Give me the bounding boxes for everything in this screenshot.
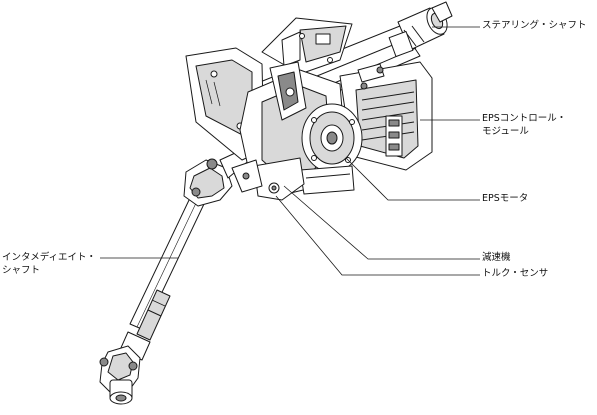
lower-mount <box>231 157 305 201</box>
intermediate-shaft <box>119 197 205 361</box>
leader-lines <box>100 26 480 276</box>
label-eps-motor: EPSモータ <box>482 193 529 204</box>
leader-torque-sensor <box>275 195 480 276</box>
label-steering-shaft: ステアリング・シャフト <box>482 20 587 31</box>
lower-universal-joint <box>99 345 141 405</box>
leader-reducer <box>283 185 480 260</box>
label-torque-sensor: トルク・センサ <box>482 268 549 279</box>
label-reducer: 減速機 <box>482 252 511 263</box>
eps-control-module <box>339 61 433 171</box>
label-eps-control-module-line2: モジュール <box>482 126 529 137</box>
label-intermediate-shaft-line1: インタメディエイト・ <box>2 252 97 263</box>
leader-eps-motor <box>345 157 480 201</box>
mounting-bracket <box>185 47 265 161</box>
label-eps-control-module-line1: EPSコントロール・ <box>482 113 567 124</box>
steering-shaft-top <box>388 1 453 57</box>
eps-motor <box>299 103 363 195</box>
label-intermediate-shaft-line2: シャフト <box>2 265 41 276</box>
